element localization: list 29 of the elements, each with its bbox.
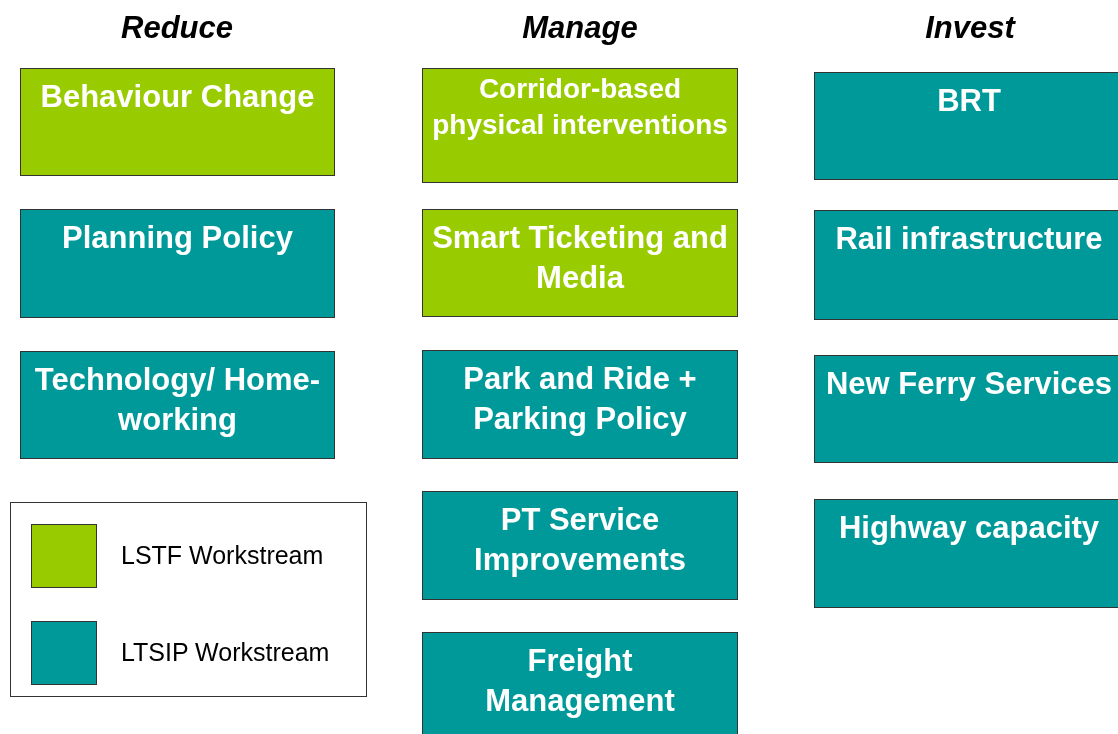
column-heading: Invest: [924, 10, 1017, 46]
workstream-box: [20, 68, 335, 176]
workstream-box: [422, 350, 738, 459]
box-label: BRT: [937, 82, 1001, 120]
column-heading: Reduce: [120, 10, 234, 46]
workstream-box: [20, 209, 335, 318]
workstream-box: [20, 351, 335, 459]
workstream-box: [422, 209, 738, 317]
workstream-box: [814, 210, 1118, 320]
workstream-box: [422, 491, 738, 600]
legend-label: LTSIP Workstream: [121, 638, 330, 667]
workstream-box: [814, 72, 1118, 180]
box-label: Corridor-based physical interventions: [431, 72, 729, 142]
legend-label: LSTF Workstream: [121, 541, 324, 570]
box-label: Rail infrastructure: [835, 220, 1103, 258]
box-label: Planning Policy: [62, 219, 293, 257]
workstream-box: [814, 355, 1118, 463]
box-label: Technology/ Home-working: [33, 361, 322, 439]
box-label: Smart Ticketing and Media: [431, 219, 729, 297]
column-heading: Manage: [521, 10, 639, 46]
workstream-box: [814, 499, 1118, 608]
box-label: Behaviour Change: [40, 78, 315, 116]
box-label: New Ferry Services: [825, 365, 1113, 403]
box-label: Park and Ride + Parking Policy: [462, 360, 698, 438]
box-label: PT Service Improvements: [473, 501, 687, 579]
workstream-box: [422, 68, 738, 183]
box-label: Freight Management: [484, 642, 676, 720]
workstream-box: [422, 632, 738, 734]
box-label: Highway capacity: [838, 509, 1100, 547]
